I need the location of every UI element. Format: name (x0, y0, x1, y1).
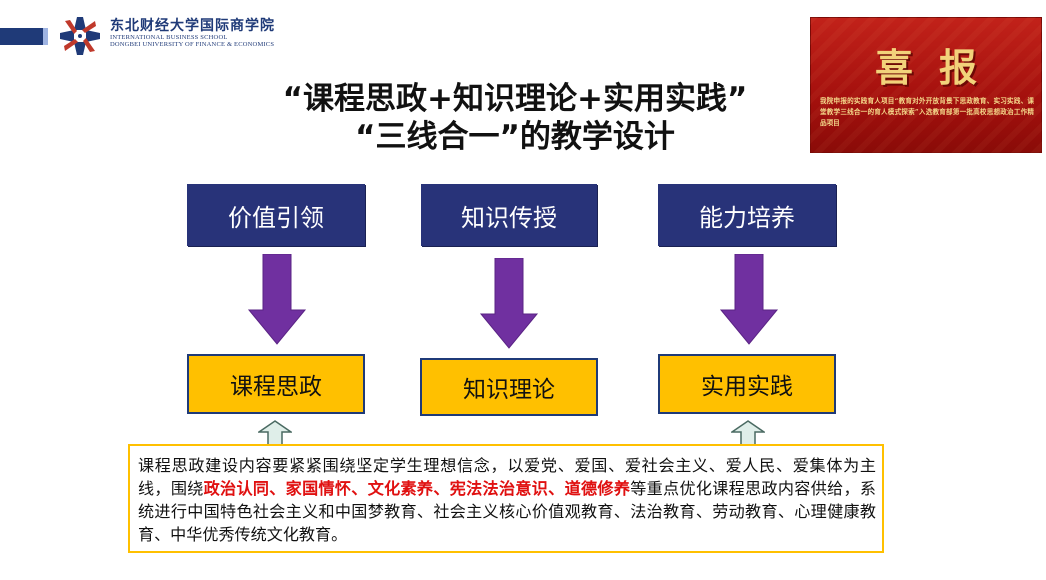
box-knowledge-transfer: 知识传授 (421, 184, 597, 246)
up-arrow-icon (258, 420, 292, 446)
box-ability-cultivation: 能力培养 (658, 184, 836, 246)
box-practical-practice: 实用实践 (658, 354, 836, 414)
description-box: 课程思政建设内容要紧紧围绕坚定学生理想信念，以爱党、爱国、爱社会主义、爱人民、爱… (128, 444, 884, 553)
school-name: 东北财经大学国际商学院 INTERNATIONAL BUSINESS SCHOO… (110, 18, 275, 48)
down-arrow-icon (247, 254, 307, 345)
page-title-line2: “三线合一”的教学设计 (355, 119, 675, 155)
box-course-ideology: 课程思政 (187, 354, 365, 414)
school-logo-icon (60, 17, 100, 55)
up-arrow-icon (731, 420, 765, 446)
description-text: 课程思政建设内容要紧紧围绕坚定学生理想信念，以爱党、爱国、爱社会主义、爱人民、爱… (138, 456, 876, 498)
header-accent-bar-light (43, 28, 48, 45)
box-knowledge-theory: 知识理论 (420, 358, 598, 416)
school-name-cn: 东北财经大学国际商学院 (110, 18, 275, 34)
news-title: 喜报 (874, 45, 1003, 90)
page-title: “课程思政+知识理论+实用实践” “三线合一”的教学设计 (230, 80, 800, 156)
page-title-line1: “课程思政+知识理论+实用实践” (282, 81, 748, 117)
school-name-en-line1: INTERNATIONAL BUSINESS SCHOOL (110, 34, 228, 41)
description-highlight: 政治认同、家国情怀、文化素养、宪法法治意识、道德修养 (203, 479, 631, 498)
header-accent-bar (0, 28, 43, 45)
down-arrow-icon (719, 254, 779, 345)
news-background-pattern (810, 17, 1042, 153)
news-announcement-image: 喜报 我院申报的实践育人项目“教育对外开放背景下思政教育、实习实践、课堂教学三线… (810, 17, 1042, 153)
box-value-guidance: 价值引领 (187, 184, 365, 246)
news-text: 我院申报的实践育人项目“教育对外开放背景下思政教育、实习实践、课堂教学三线合一的… (820, 97, 1034, 127)
school-name-en-line2: DONGBEI UNIVERSITY OF FINANCE & ECONOMIC… (110, 41, 275, 48)
description-text-continued: 等重点优化课程思政内容供给，系统进行中国特色社会主义和中国梦教育、社会主义核心价… (138, 479, 877, 544)
down-arrow-icon (479, 258, 539, 349)
